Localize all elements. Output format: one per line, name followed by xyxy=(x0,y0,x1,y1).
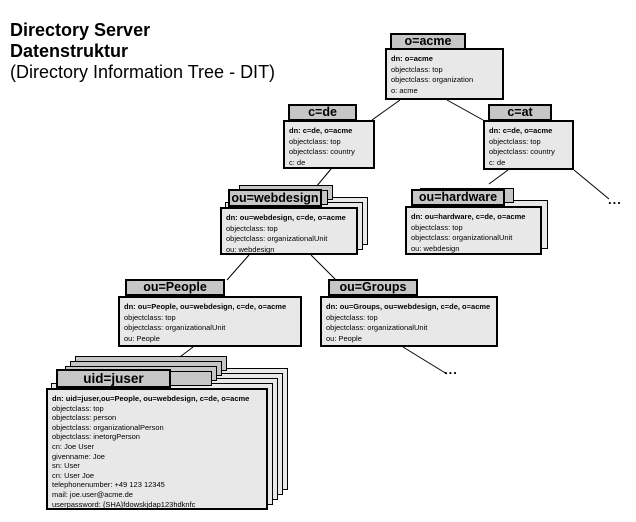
attribute-line: objectclass: inetorgPerson xyxy=(52,432,140,442)
connector-cde-webdesign xyxy=(315,168,332,188)
attribute-line: ou: People xyxy=(124,333,160,343)
node-c-at: dn: c=de, o=acme objectclass: top object… xyxy=(483,104,574,170)
node-body: dn: ou=hardware, c=de, o=acme objectclas… xyxy=(405,206,542,255)
node-ou-people: dn: ou=People, ou=webdesign, c=de, o=acm… xyxy=(118,279,302,347)
attribute-line: c: de xyxy=(289,157,306,167)
attribute-line: objectclass: country xyxy=(289,147,355,156)
attribute-line: objectclass: top xyxy=(326,312,378,322)
page-title: Directory Server Datenstruktur (Director… xyxy=(10,20,275,83)
attribute-line: sn: User xyxy=(52,461,80,471)
node-tab: uid=juser xyxy=(56,369,171,388)
node-body: dn: o=acme objectclass: top objectclass:… xyxy=(385,48,504,100)
node-o-acme: dn: o=acme objectclass: top objectclass:… xyxy=(385,33,504,100)
title-line-2: Datenstruktur xyxy=(10,41,129,61)
attribute-dn: dn: ou=hardware, c=de, o=acme xyxy=(411,212,526,221)
attribute-line: userpassword: {SHA}fdowskjdap123hdknfc xyxy=(52,499,196,509)
attribute-dn: dn: uid=juser,ou=People, ou=webdesign, c… xyxy=(52,394,250,403)
attribute-line: c: de xyxy=(489,157,506,167)
attribute-dn: dn: ou=Groups, ou=webdesign, c=de, o=acm… xyxy=(326,302,491,311)
node-tab: c=de xyxy=(288,104,357,121)
connector-groups-more xyxy=(402,346,448,375)
attribute-line: objectclass: organizationalUnit xyxy=(411,233,513,242)
connector-acme-cat xyxy=(446,99,484,121)
attribute-line: objectclass: country xyxy=(489,147,555,156)
attribute-line: ou: webdesign xyxy=(411,243,460,253)
connector-acme-cde xyxy=(371,99,401,121)
node-tab: ou=webdesign xyxy=(228,189,322,207)
attribute-line: objectclass: top xyxy=(52,403,104,413)
attribute-line: mail: joe.user@acme.de xyxy=(52,489,133,499)
node-body: dn: c=de, o=acme objectclass: top object… xyxy=(483,120,574,170)
node-body: dn: ou=Groups, ou=webdesign, c=de, o=acm… xyxy=(320,296,498,347)
ellipsis-more-bottom: ... xyxy=(444,362,458,377)
attribute-line: objectclass: top xyxy=(226,223,278,233)
attribute-line: objectclass: top xyxy=(124,312,176,322)
attribute-dn: dn: ou=webdesign, c=de, o=acme xyxy=(226,213,346,222)
node-uid-juser: dn: uid=juser,ou=People, ou=webdesign, c… xyxy=(46,356,288,510)
attribute-line: objectclass: organizationalUnit xyxy=(326,323,428,332)
attribute-line: objectclass: organizationalUnit xyxy=(226,234,328,243)
title-line-1: Directory Server xyxy=(10,20,151,40)
attribute-dn: dn: c=de, o=acme xyxy=(289,126,353,135)
attribute-line: objectclass: top xyxy=(411,222,463,232)
node-tab: ou=hardware xyxy=(411,189,505,206)
connector-cat-more xyxy=(573,169,610,200)
node-ou-hardware: dn: ou=hardware, c=de, o=acme objectclas… xyxy=(405,188,548,255)
node-body: dn: ou=People, ou=webdesign, c=de, o=acm… xyxy=(118,296,302,347)
attribute-line: objectclass: top xyxy=(489,136,541,146)
attribute-line: telephonenumber: +49 123 12345 xyxy=(52,480,165,490)
attribute-line: givenname: Joe xyxy=(52,451,105,461)
connector-cat-hardware xyxy=(488,169,509,185)
attribute-dn: dn: c=de, o=acme xyxy=(489,126,553,135)
attribute-line: cn: Joe User xyxy=(52,441,95,451)
node-body: dn: ou=webdesign, c=de, o=acme objectcla… xyxy=(220,207,358,255)
node-body: dn: uid=juser,ou=People, ou=webdesign, c… xyxy=(46,388,268,510)
attribute-line: objectclass: top xyxy=(289,136,341,146)
connector-webdesign-people xyxy=(226,254,250,281)
connector-webdesign-groups xyxy=(310,254,337,281)
attribute-line: objectclass: person xyxy=(52,413,117,423)
attribute-dn: dn: o=acme xyxy=(391,54,433,63)
node-tab: ou=People xyxy=(125,279,225,296)
title-line-3: (Directory Information Tree - DIT) xyxy=(10,62,276,82)
ellipsis-more-right: ... xyxy=(608,192,622,207)
attribute-line: objectclass: top xyxy=(391,64,443,74)
attribute-line: ou: People xyxy=(326,333,362,343)
attribute-dn: dn: ou=People, ou=webdesign, c=de, o=acm… xyxy=(124,302,287,311)
attribute-line: objectclass: organizationalUnit xyxy=(124,323,226,332)
attribute-line: cn: User Joe xyxy=(52,470,95,480)
attribute-line: o: acme xyxy=(391,85,418,95)
node-c-de: dn: c=de, o=acme objectclass: top object… xyxy=(283,104,375,169)
node-ou-webdesign: dn: ou=webdesign, c=de, o=acme objectcla… xyxy=(220,185,368,255)
attribute-line: objectclass: organizationalPerson xyxy=(52,422,164,432)
attribute-line: ou: webdesign xyxy=(226,244,275,254)
attribute-line: objectclass: organization xyxy=(391,75,474,84)
node-ou-groups: dn: ou=Groups, ou=webdesign, c=de, o=acm… xyxy=(320,279,498,347)
node-tab: o=acme xyxy=(390,33,466,50)
node-tab: c=at xyxy=(488,104,552,121)
node-tab: ou=Groups xyxy=(328,279,418,296)
node-body: dn: c=de, o=acme objectclass: top object… xyxy=(283,120,375,169)
